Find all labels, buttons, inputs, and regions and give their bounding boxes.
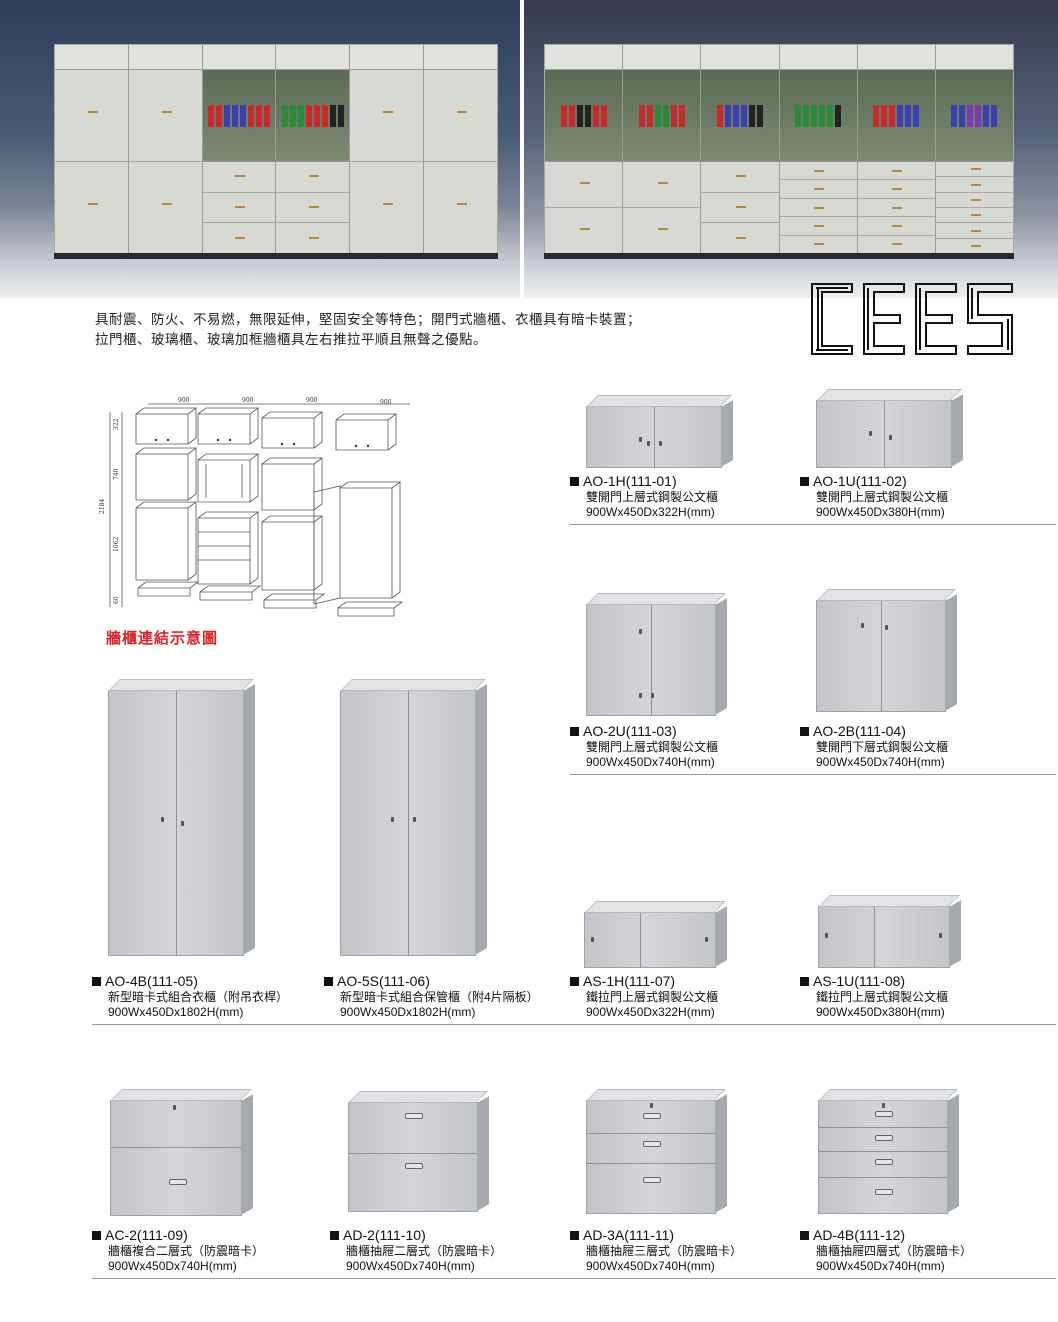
product-image-ad-4b: [818, 1089, 959, 1214]
cees-logo: [811, 283, 1013, 355]
product-desc: 牆櫃抽屜四層式（防震暗卡）: [816, 1244, 973, 1258]
wall-cabinet-set: [54, 44, 498, 254]
product-dim: 900Wx450Dx740H(mm): [346, 1259, 475, 1273]
product-code: AS-1H(111-07): [570, 973, 675, 989]
product-image-ad-3a: [586, 1089, 727, 1214]
product-dim: 900Wx450Dx322H(mm): [586, 1005, 715, 1019]
product-code: AS-1U(111-08): [800, 973, 905, 989]
product-code: AO-1U(111-02): [800, 473, 907, 489]
product-image-ao-5s: [340, 679, 487, 956]
product-label: AD-2(111-10) 牆櫃抽屜二層式（防震暗卡） 900Wx450Dx740…: [330, 1228, 502, 1274]
product-desc: 鐵拉門上層式鋼製公文櫃: [816, 990, 949, 1004]
product-dim: 900Wx450Dx740H(mm): [108, 1259, 237, 1273]
product-code: AD-4B(111-12): [800, 1227, 905, 1243]
assembly-diagram: 900 900 900 900 322 740 2184 1062 60: [99, 397, 410, 617]
product-desc: 雙開門上層式鋼製公文櫃: [816, 490, 949, 504]
product-code: AD-2(111-10): [330, 1227, 426, 1243]
product-image-ao-1u: [816, 389, 963, 468]
wall-cabinet-set: [544, 44, 1014, 254]
plinth: [544, 253, 1014, 259]
product-image-ao-2b: [816, 589, 957, 712]
width-label-4: 900: [380, 399, 392, 406]
plinth: [54, 253, 498, 259]
product-dim: 900Wx450Dx740H(mm): [816, 755, 945, 769]
product-label: AO-2B(111-04) 雙開門下層式鋼製公文櫃 900Wx450Dx740H…: [800, 724, 948, 770]
intro-text: 具耐震、防火、不易燃，無限延伸，堅固安全等特色；開門式牆櫃、衣櫃具有暗卡裝置； …: [95, 310, 641, 350]
product-code: AO-1H(111-01): [570, 473, 677, 489]
product-desc: 牆櫃抽屜三層式（防震暗卡）: [586, 1244, 743, 1258]
product-dim: 900Wx450Dx380H(mm): [816, 505, 945, 519]
product-dim: 900Wx450Dx322H(mm): [586, 505, 715, 519]
product-label: AS-1H(111-07) 鐵拉門上層式鋼製公文櫃 900Wx450Dx322H…: [570, 974, 718, 1020]
product-image-ao-4b: [108, 679, 255, 956]
divider: [570, 774, 1056, 775]
product-label: AO-2U(111-03) 雙開門上層式鋼製公文櫃 900Wx450Dx740H…: [570, 724, 718, 770]
product-image-as-1u: [818, 895, 961, 968]
product-dim: 900Wx450Dx1802H(mm): [340, 1005, 476, 1019]
product-desc: 雙開門上層式鋼製公文櫃: [586, 740, 719, 754]
product-code: AD-3A(111-11): [570, 1227, 674, 1243]
product-code: AO-2B(111-04): [800, 723, 906, 739]
product-desc: 牆櫃複合二層式（防震暗卡）: [108, 1244, 265, 1258]
product-desc: 雙開門上層式鋼製公文櫃: [586, 490, 719, 504]
width-label-3: 900: [306, 397, 318, 404]
product-code: AO-5S(111-06): [324, 973, 430, 989]
product-dim: 900Wx450Dx740H(mm): [586, 755, 715, 769]
product-code: AO-2U(111-03): [570, 723, 677, 739]
height-label-60: 60: [113, 596, 120, 604]
height-label-740: 740: [113, 468, 120, 480]
product-label: AO-5S(111-06) 新型暗卡式組合保管櫃（附4片隔板） 900Wx450…: [324, 974, 539, 1020]
product-label: AC-2(111-09) 牆櫃複合二層式（防震暗卡） 900Wx450Dx740…: [92, 1228, 264, 1274]
diagram-caption: 牆櫃連結示意圖: [106, 630, 219, 647]
product-code: AO-4B(111-05): [92, 973, 198, 989]
product-code: AC-2(111-09): [92, 1227, 188, 1243]
product-label: AD-4B(111-12) 牆櫃抽屜四層式（防震暗卡） 900Wx450Dx74…: [800, 1228, 972, 1274]
product-label: AD-3A(111-11) 牆櫃抽屜三層式（防震暗卡） 900Wx450Dx74…: [570, 1228, 742, 1274]
product-image-as-1h: [584, 901, 727, 968]
product-image-ao-2u: [586, 593, 727, 716]
height-label-1062: 1062: [113, 537, 120, 552]
product-dim: 900Wx450Dx740H(mm): [586, 1259, 715, 1273]
product-desc: 新型暗卡式組合衣櫃（附吊衣桿）: [108, 990, 289, 1004]
hero-photo-wall-cabinets-left: [0, 0, 520, 298]
divider: [92, 1024, 1056, 1025]
intro-line-2: 拉門櫃、玻璃櫃、玻璃加框牆櫃具左右推拉平順且無聲之優點。: [95, 332, 487, 347]
product-desc: 雙開門下層式鋼製公文櫃: [816, 740, 949, 754]
product-label: AO-4B(111-05) 新型暗卡式組合衣櫃（附吊衣桿） 900Wx450Dx…: [92, 974, 288, 1020]
intro-line-1: 具耐震、防火、不易燃，無限延伸，堅固安全等特色；開門式牆櫃、衣櫃具有暗卡裝置；: [95, 312, 641, 327]
product-desc: 新型暗卡式組合保管櫃（附4片隔板）: [340, 990, 539, 1004]
product-label: AS-1U(111-08) 鐵拉門上層式鋼製公文櫃 900Wx450Dx380H…: [800, 974, 948, 1020]
product-image-ao-1h: [586, 395, 733, 468]
product-desc: 牆櫃抽屜二層式（防震暗卡）: [346, 1244, 503, 1258]
width-label-2: 900: [242, 397, 254, 404]
height-label-2184: 2184: [99, 499, 106, 514]
product-label: AO-1U(111-02) 雙開門上層式鋼製公文櫃 900Wx450Dx380H…: [800, 474, 948, 520]
product-desc: 鐵拉門上層式鋼製公文櫃: [586, 990, 719, 1004]
product-dim: 900Wx450Dx380H(mm): [816, 1005, 945, 1019]
divider: [570, 524, 1056, 525]
width-label-1: 900: [178, 397, 190, 404]
height-label-322: 322: [113, 418, 120, 430]
product-dim: 900Wx450Dx740H(mm): [816, 1259, 945, 1273]
product-dim: 900Wx450Dx1802H(mm): [108, 1005, 244, 1019]
product-image-ad-2: [348, 1091, 489, 1212]
hero-photo-wall-cabinets-right: [524, 0, 1058, 298]
product-label: AO-1H(111-01) 雙開門上層式鋼製公文櫃 900Wx450Dx322H…: [570, 474, 718, 520]
divider: [92, 1278, 1056, 1279]
product-image-ac-2: [110, 1089, 253, 1216]
